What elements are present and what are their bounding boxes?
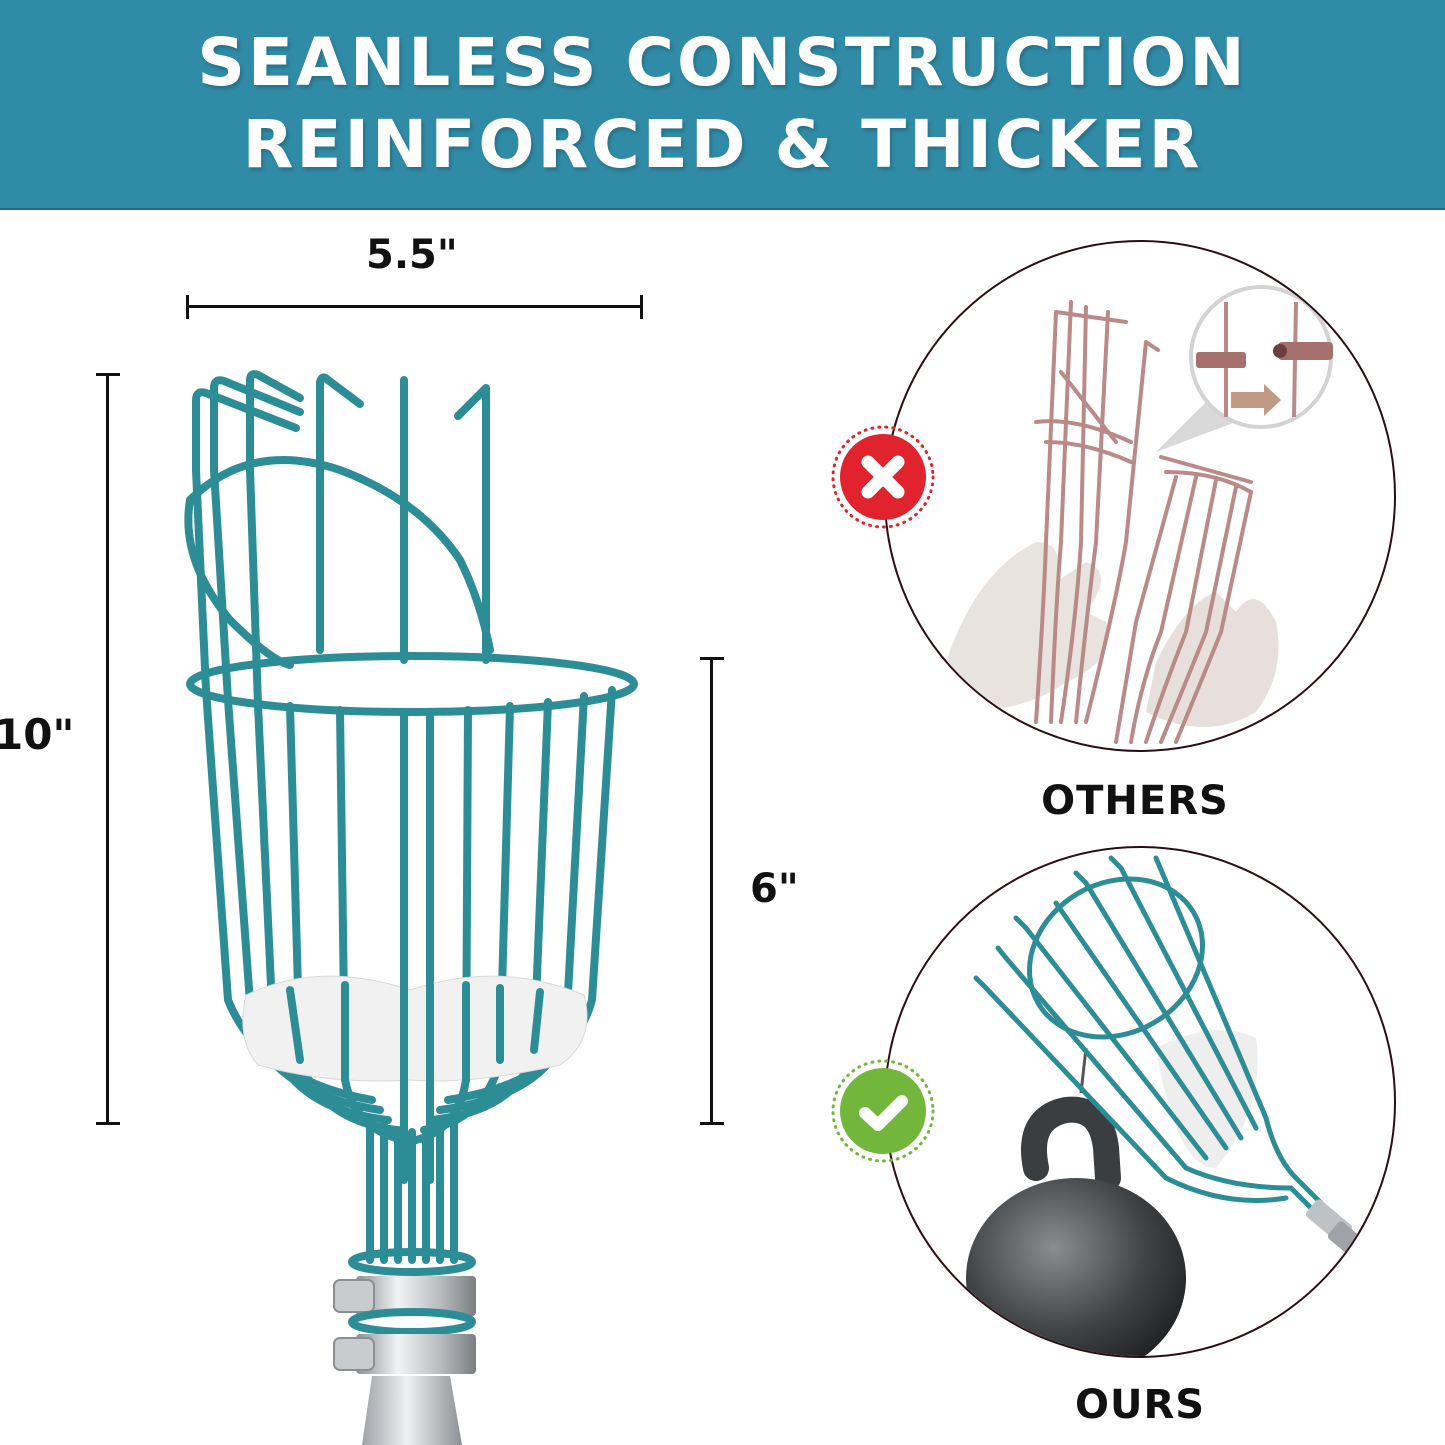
basket-height-dimension-label: 6" bbox=[750, 866, 799, 912]
header-banner: SEANLESS CONSTRUCTION REINFORCED & THICK… bbox=[0, 0, 1445, 210]
ours-comparison-circle bbox=[884, 846, 1396, 1358]
broken-pink-basket-illustration bbox=[946, 285, 1333, 744]
teal-basket-with-kettlebell-illustration bbox=[966, 855, 1375, 1356]
x-mark-icon bbox=[831, 425, 935, 529]
height-dimension-label: 10" bbox=[0, 710, 75, 759]
headline-line-1: SEANLESS CONSTRUCTION bbox=[197, 24, 1248, 101]
width-dimension-label: 5.5" bbox=[366, 232, 458, 278]
check-mark-icon bbox=[831, 1059, 935, 1163]
others-comparison-circle bbox=[884, 240, 1396, 752]
others-label: OTHERS bbox=[1041, 778, 1229, 824]
ours-label: OURS bbox=[1074, 1382, 1206, 1428]
headline-line-2: REINFORCED & THICKER bbox=[242, 106, 1203, 183]
